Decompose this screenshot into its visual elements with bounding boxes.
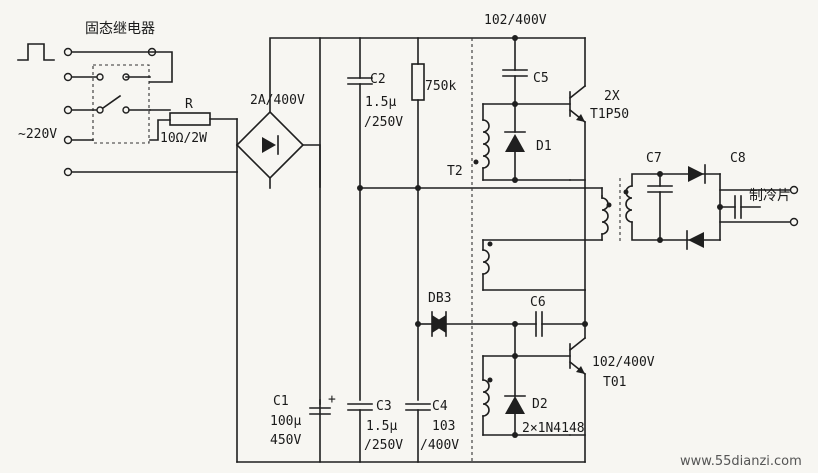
solid-state-relay bbox=[71, 51, 173, 144]
resistor-r bbox=[149, 109, 238, 141]
d1-name-label: D1 bbox=[536, 139, 552, 154]
q-bot-label-2: T01 bbox=[603, 375, 626, 390]
top-rating-label: 102/400V bbox=[484, 13, 547, 28]
capacitor-c1: + bbox=[309, 392, 336, 415]
feedback-winding bbox=[482, 187, 586, 325]
d2-value-label: 2×1N4148 bbox=[522, 421, 585, 436]
q-top-label-2: T1P50 bbox=[590, 107, 629, 122]
c8-name-label: C8 bbox=[730, 151, 746, 166]
bridge-rating-label: 2A/400V bbox=[250, 93, 305, 108]
capacitor-c8 bbox=[719, 189, 791, 223]
diac-db3 bbox=[415, 311, 537, 337]
output-transformer-primary bbox=[482, 195, 612, 241]
capacitor-c6 bbox=[512, 311, 586, 357]
c3-value2-label: /250V bbox=[364, 438, 403, 453]
watermark-text: www.55dianzi.com bbox=[680, 454, 802, 469]
pulse-input-symbol bbox=[17, 43, 55, 61]
q-top-label-1: 2X bbox=[604, 89, 620, 104]
c3-name-label: C3 bbox=[376, 399, 392, 414]
q-bot-label-1: 102/400V bbox=[592, 355, 655, 370]
load-label: 制冷片 bbox=[749, 188, 791, 204]
svg-text:+: + bbox=[328, 392, 336, 407]
c4-name-label: C4 bbox=[432, 399, 448, 414]
output-transformer-secondary bbox=[619, 173, 721, 242]
db3-name-label: DB3 bbox=[428, 291, 451, 306]
capacitor-c7 bbox=[647, 171, 673, 243]
transistor-bottom bbox=[568, 321, 588, 463]
bus-lines bbox=[236, 37, 586, 463]
capacitor-c4 bbox=[405, 403, 431, 463]
resistor-value-label: 10Ω/2W bbox=[160, 131, 207, 146]
capacitor-c2 bbox=[347, 37, 373, 189]
c2-value2-label: /250V bbox=[364, 115, 403, 130]
resistor-name-label: R bbox=[185, 97, 193, 112]
t2-name-label: T2 bbox=[447, 164, 463, 179]
c4-value1-label: 103 bbox=[432, 419, 455, 434]
resistor-750k bbox=[411, 37, 425, 401]
c1-name-label: C1 bbox=[273, 394, 289, 409]
resistor-750k-label: 750k bbox=[425, 79, 456, 94]
c2-name-label: C2 bbox=[370, 72, 386, 87]
c4-value2-label: /400V bbox=[420, 438, 459, 453]
c1-value2-label: 450V bbox=[270, 433, 301, 448]
mains-voltage-label: ~220V bbox=[18, 127, 57, 142]
capacitor-c3 bbox=[347, 403, 373, 463]
rectifier-diodes bbox=[686, 164, 723, 250]
c1-value1-label: 100μ bbox=[270, 414, 301, 429]
load-terminals bbox=[789, 185, 799, 227]
c2-value1-label: 1.5μ bbox=[365, 95, 396, 110]
c6-name-label: C6 bbox=[530, 295, 546, 310]
c5-name-label: C5 bbox=[533, 71, 549, 86]
transistor-top bbox=[568, 37, 587, 189]
top-drive-network bbox=[473, 35, 571, 183]
bridge-rectifier bbox=[235, 37, 586, 189]
c7-name-label: C7 bbox=[646, 151, 662, 166]
c3-value1-label: 1.5μ bbox=[366, 419, 397, 434]
d2-name-label: D2 bbox=[532, 397, 548, 412]
midpoint-bus bbox=[357, 185, 603, 401]
ssr-terminals bbox=[63, 47, 157, 177]
bottom-drive-network bbox=[482, 353, 571, 438]
ssr-label: 固态继电器 bbox=[85, 21, 155, 37]
